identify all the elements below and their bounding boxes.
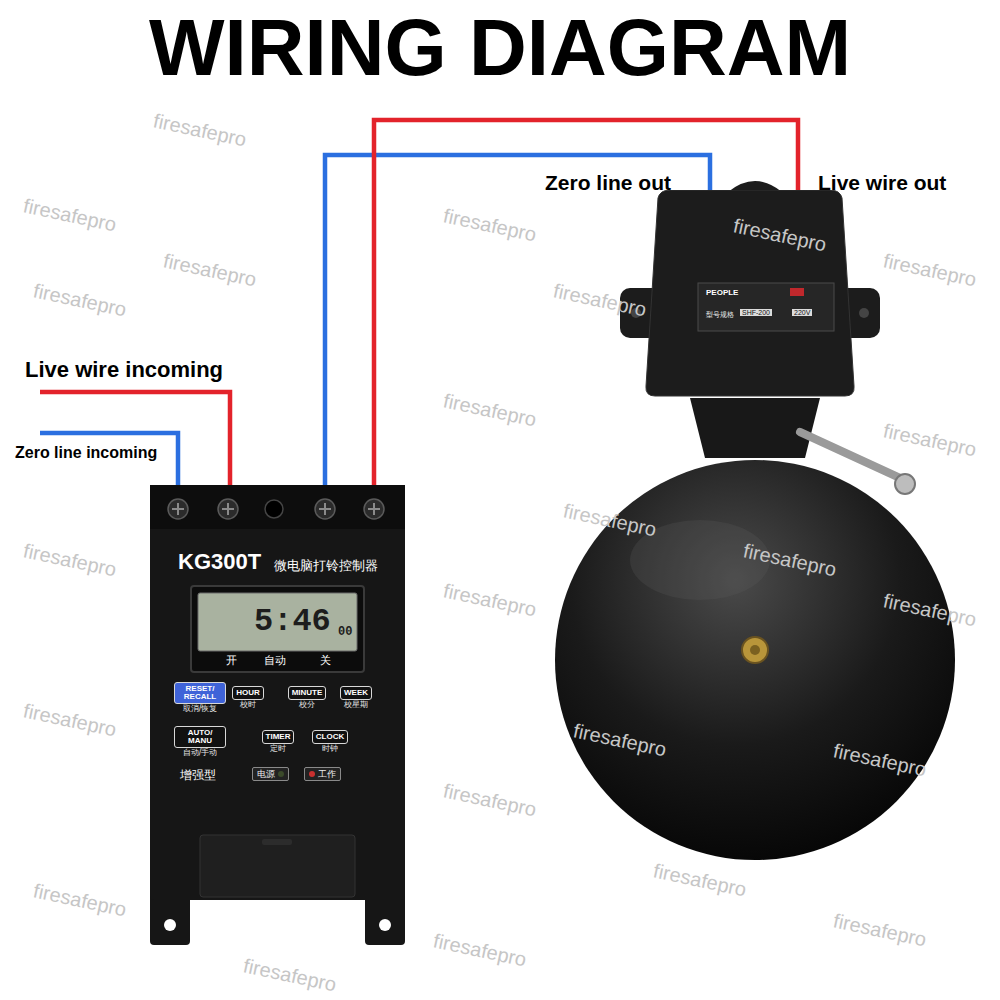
button-label: CLOCK <box>316 733 344 741</box>
name-plate <box>698 283 834 331</box>
mode-off: 关 <box>320 653 331 668</box>
cover-notch <box>262 839 292 845</box>
screw-slot <box>368 503 380 515</box>
control-button: RESET/ RECALL取消/恢复 <box>174 682 226 705</box>
screw-slot <box>172 503 184 515</box>
watermark-text: firesafepro <box>151 108 248 151</box>
control-button: HOUR校时 <box>232 686 264 700</box>
button-label: HOUR <box>236 689 260 697</box>
watermark-text: firesafepro <box>651 858 748 901</box>
indicator-dot <box>309 771 315 777</box>
control-button: AUTO/ MANU自动/手动 <box>174 726 226 749</box>
mounting-hole <box>164 919 176 931</box>
battery-cover <box>200 835 355 897</box>
watermark-text: firesafepro <box>241 953 338 996</box>
terminal-screw <box>168 499 188 519</box>
wire-label: Zero line incoming <box>15 443 157 462</box>
spec-label: 型号规格 <box>706 310 734 320</box>
bell-neck <box>690 398 820 458</box>
brand-name: PEOPLE <box>706 288 738 297</box>
bolt-core <box>750 645 760 655</box>
timer-controller: KG300T 微电脑打铃控制器增强型 5:46 00 开 自动 关 RESET/ RECALL… <box>150 485 405 900</box>
lcd-screen <box>198 593 357 651</box>
button-label: RESET/ RECALL <box>178 685 222 702</box>
control-button: CLOCK时钟 <box>312 730 348 744</box>
button-label: WEEK <box>344 689 368 697</box>
mode-auto: 自动 <box>264 653 286 668</box>
terminal-strip <box>150 485 405 529</box>
wire-label: Live wire incoming <box>25 357 223 383</box>
terminal-screw <box>315 499 335 519</box>
mounting-hole <box>379 919 391 931</box>
ear-hole <box>859 308 869 318</box>
button-caption: 定时 <box>270 745 286 754</box>
control-button: WEEK校星期 <box>340 686 372 700</box>
plate-mark <box>790 288 804 296</box>
watermark-text: firesafepro <box>551 278 648 321</box>
watermark-text: firesafepro <box>21 193 118 236</box>
watermark-text: firesafepro <box>881 418 978 461</box>
indicator-label: 工作 <box>318 769 336 780</box>
bell-dome <box>555 460 955 860</box>
product-name: 微电脑打铃控制器 <box>274 557 378 575</box>
center-bolt <box>742 637 768 663</box>
terminal-screw <box>218 499 238 519</box>
indicator-light: 电源 <box>252 767 289 782</box>
watermark-text: firesafepro <box>21 698 118 741</box>
watermark-text: firesafepro <box>161 248 258 291</box>
watermark-text: firesafepro <box>881 248 978 291</box>
model-variant: 增强型 <box>180 767 216 784</box>
button-label: AUTO/ MANU <box>178 729 222 746</box>
model-name: KG300T <box>178 549 261 575</box>
control-button: MINUTE校分 <box>288 686 327 700</box>
control-button: TIMER定时 <box>262 730 295 744</box>
watermark-text: firesafepro <box>441 203 538 246</box>
indicator-dot <box>278 771 284 777</box>
terminal-box-shape <box>646 190 854 396</box>
watermark-text: firesafepro <box>31 878 128 921</box>
watermark-text: firesafepro <box>431 928 528 971</box>
watermark-text: firesafepro <box>441 778 538 821</box>
button-caption: 校时 <box>240 701 256 710</box>
terminal-screw <box>364 499 384 519</box>
hammer-head <box>895 474 915 494</box>
button-caption: 时钟 <box>322 745 338 754</box>
clock-seconds: 00 <box>338 625 352 639</box>
voltage-rating: 220V <box>792 309 812 316</box>
button-caption: 自动/手动 <box>183 749 218 758</box>
lcd-display: 5:46 00 开 自动 关 <box>190 585 365 673</box>
button-caption: 校星期 <box>344 701 368 710</box>
watermark-text: firesafepro <box>21 538 118 581</box>
watermark-text: firesafepro <box>831 908 928 951</box>
wire-label: Zero line out <box>545 170 671 195</box>
screw-slot <box>222 503 234 515</box>
button-label: TIMER <box>266 733 291 741</box>
button-caption: 校分 <box>299 701 315 710</box>
watermark-text: firesafepro <box>31 278 128 321</box>
incoming-live-wire <box>40 392 230 485</box>
clock-time: 5:46 <box>254 603 331 640</box>
button-label: MINUTE <box>292 689 323 697</box>
indicator-light: 工作 <box>304 767 341 782</box>
indicator-label: 电源 <box>257 769 275 780</box>
controller-housing <box>150 485 405 900</box>
wire-label: Live wire out <box>818 170 946 195</box>
watermark-text: firesafepro <box>441 578 538 621</box>
screw-slot <box>319 503 331 515</box>
mode-on: 开 <box>226 653 237 668</box>
diagram-title: WIRING DIAGRAM <box>0 4 1000 92</box>
terminal-hole <box>265 500 283 518</box>
watermark-text: firesafepro <box>441 388 538 431</box>
button-caption: 取消/恢复 <box>183 705 218 714</box>
model-number: SHF-200 <box>740 309 772 316</box>
